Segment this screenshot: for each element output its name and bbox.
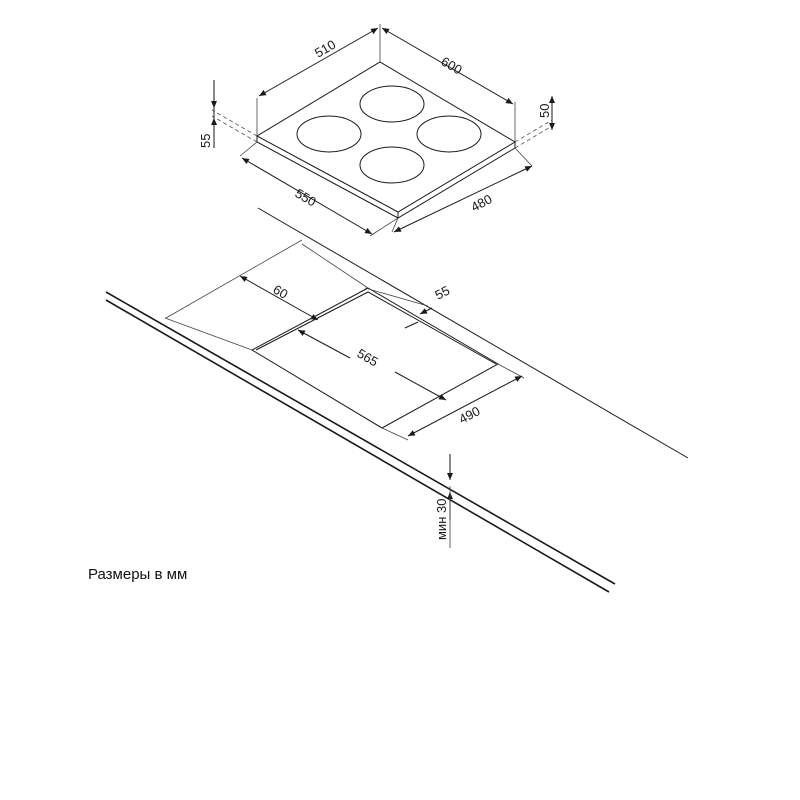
dim-line-550	[241, 157, 373, 235]
countertop-front-edge-bottom	[105, 299, 610, 593]
label-cutout-depth: 490	[456, 403, 482, 426]
dim-line-510	[258, 27, 379, 97]
label-cutout-back-offset: 55	[432, 283, 452, 303]
burner-front	[359, 146, 425, 184]
countertop-back-edge	[257, 207, 689, 459]
dim-line-480	[393, 165, 533, 233]
dim-line-60	[239, 275, 319, 321]
label-hob-height-left: 55	[198, 134, 213, 148]
label-min-thickness: мин 30	[434, 499, 449, 540]
dim-line-55-cutout	[404, 321, 419, 329]
countertop-front-edge-top	[105, 291, 616, 585]
label-hob-bottom-width: 550	[293, 186, 319, 210]
dim-line-490	[407, 375, 523, 437]
label-cutout-length: 565	[355, 346, 381, 370]
burner-back	[359, 85, 425, 123]
countertop-drawing: 60 55 565 490 мин 30	[105, 207, 689, 593]
hob-drawing: 510 600 50 55 550 480	[198, 24, 555, 237]
burner-left	[296, 115, 362, 153]
label-hob-width: 510	[312, 37, 338, 61]
units-caption: Размеры в мм	[88, 566, 188, 583]
dim-line-565	[394, 371, 447, 401]
burner-right	[416, 115, 482, 153]
cutout-inner-edge	[255, 291, 497, 365]
dim-line-600	[381, 27, 514, 105]
label-cutout-edge-offset: 60	[271, 282, 291, 302]
label-hob-height-right: 50	[537, 104, 552, 118]
